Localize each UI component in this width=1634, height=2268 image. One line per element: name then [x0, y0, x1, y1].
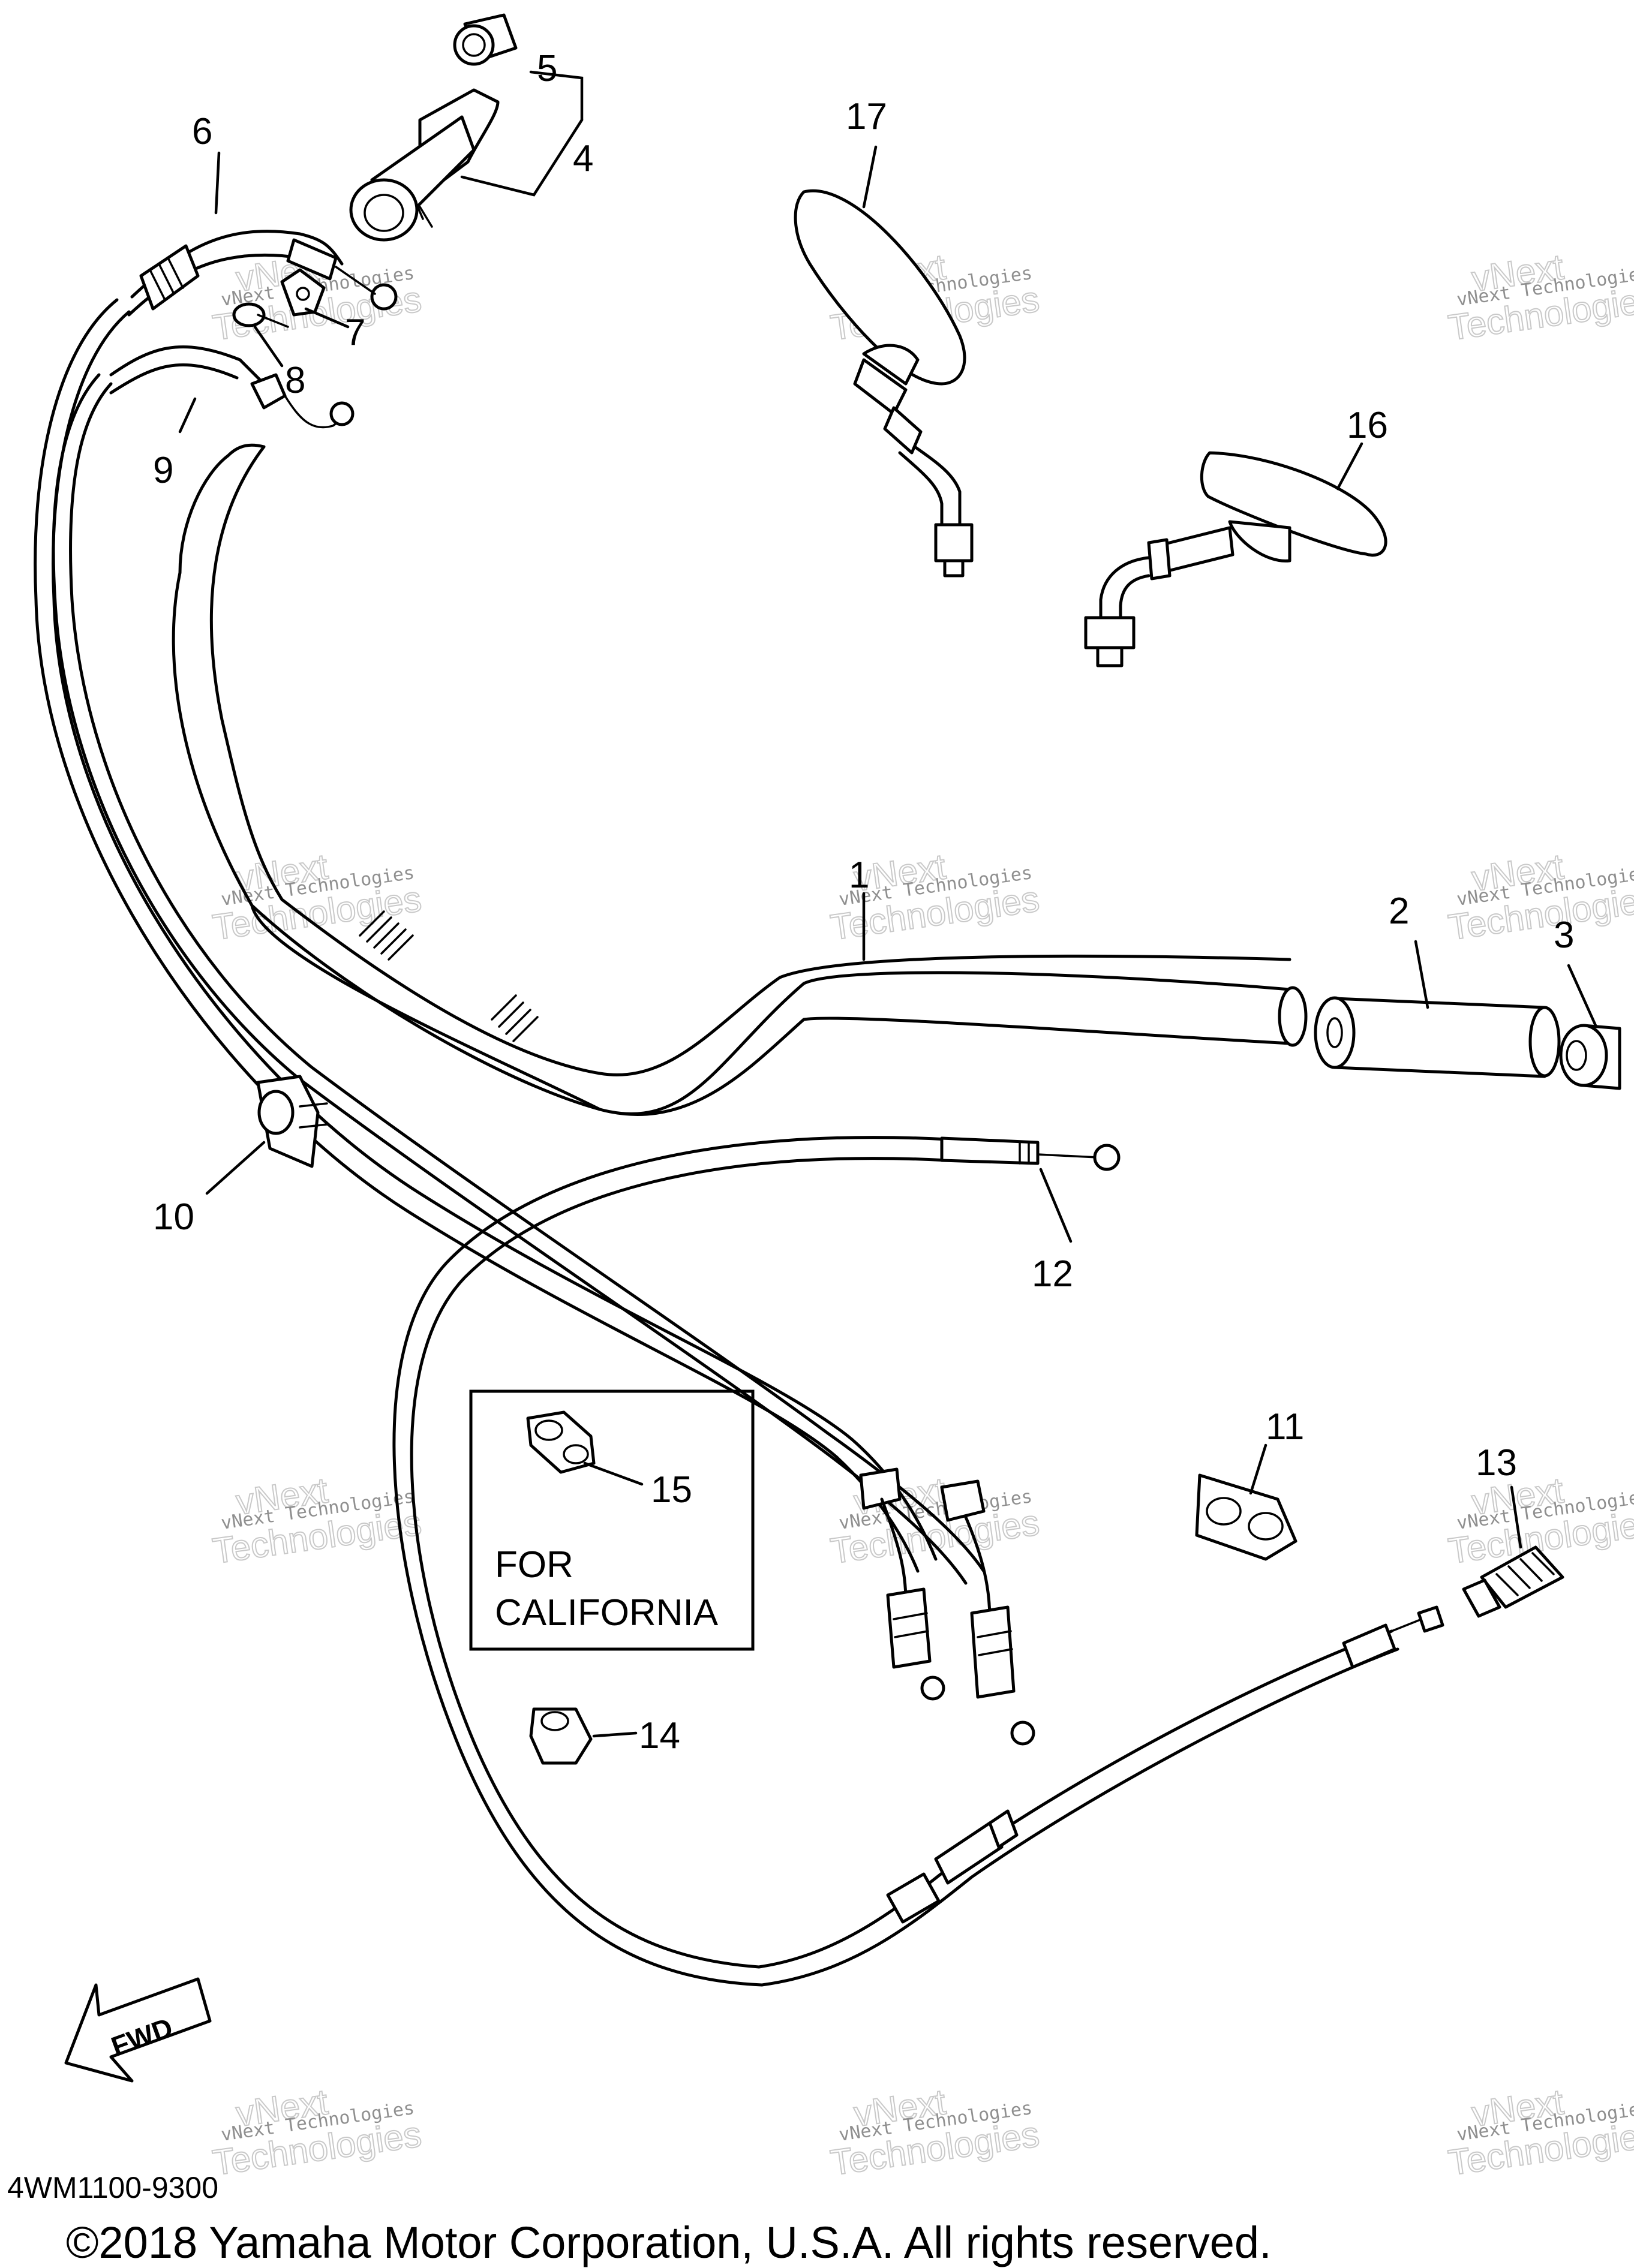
grip-end[interactable] [1559, 1024, 1621, 1090]
mirror-right[interactable] [1084, 442, 1399, 667]
cable-holder-double[interactable] [1195, 1473, 1297, 1561]
cable-end-right [940, 1479, 1035, 1746]
callouts: 1 2 3 4 5 6 7 8 9 10 11 12 13 14 15 16 1… [153, 48, 1574, 1756]
california-box: FOR CALIFORNIA [469, 1389, 755, 1651]
diagram-code: 4WM1100-9300 [7, 2171, 218, 2204]
watermark: vNext vNext Technologies Technologies [209, 1469, 424, 1572]
callout-16: 16 [1347, 405, 1388, 446]
watermark: vNext vNext Technologies Technologies [1445, 246, 1634, 348]
callout-17: 17 [846, 96, 887, 137]
throttle-grip[interactable] [349, 88, 500, 242]
clamp[interactable] [256, 1075, 328, 1168]
callout-1: 1 [849, 855, 869, 896]
grip-end-cap[interactable] [453, 13, 518, 66]
callout-7: 7 [345, 312, 365, 353]
cable-end-left [859, 1467, 945, 1701]
screw[interactable] [232, 302, 289, 328]
clip-14[interactable] [529, 1707, 593, 1765]
callout-8: 8 [285, 360, 305, 401]
clutch-cable[interactable] [392, 1136, 1444, 1987]
mirror-left[interactable] [794, 189, 974, 577]
throttle-cable-2[interactable] [52, 345, 986, 1585]
fwd-arrow: FWD [64, 1977, 212, 2083]
callout-2: 2 [1389, 891, 1409, 932]
watermark: vNext vNext Technologies Technologies [827, 2081, 1042, 2183]
knurl-marks [359, 910, 539, 1042]
callout-15: 15 [651, 1469, 692, 1511]
cable-adjuster[interactable] [1462, 1545, 1564, 1618]
watermark: vNext vNext Technologies Technologies [1445, 846, 1634, 948]
callout-3: 3 [1554, 915, 1574, 956]
leader-lines [178, 70, 1597, 1738]
california-label-line2: CALIFORNIA [495, 1592, 719, 1634]
grip-right[interactable] [1314, 996, 1561, 1078]
callout-13: 13 [1476, 1442, 1517, 1484]
callout-14: 14 [639, 1715, 680, 1756]
callout-11: 11 [1266, 1406, 1304, 1448]
handlebar[interactable] [172, 443, 1308, 1116]
cable-holder[interactable] [280, 268, 326, 317]
callout-6: 6 [192, 111, 212, 152]
callout-10: 10 [153, 1196, 194, 1238]
copyright-text: ©2018 Yamaha Motor Corporation, U.S.A. A… [66, 2218, 1272, 2267]
california-label-line1: FOR [495, 1544, 573, 1586]
callout-4: 4 [573, 138, 593, 179]
watermark: vNext vNext Technologies Technologies [1445, 2081, 1634, 2183]
watermark: vNext vNext Technologies Technologies [209, 2081, 424, 2183]
clip-15[interactable] [526, 1410, 596, 1474]
callout-9: 9 [153, 450, 173, 491]
callout-12: 12 [1032, 1253, 1073, 1295]
callout-5: 5 [537, 48, 557, 89]
